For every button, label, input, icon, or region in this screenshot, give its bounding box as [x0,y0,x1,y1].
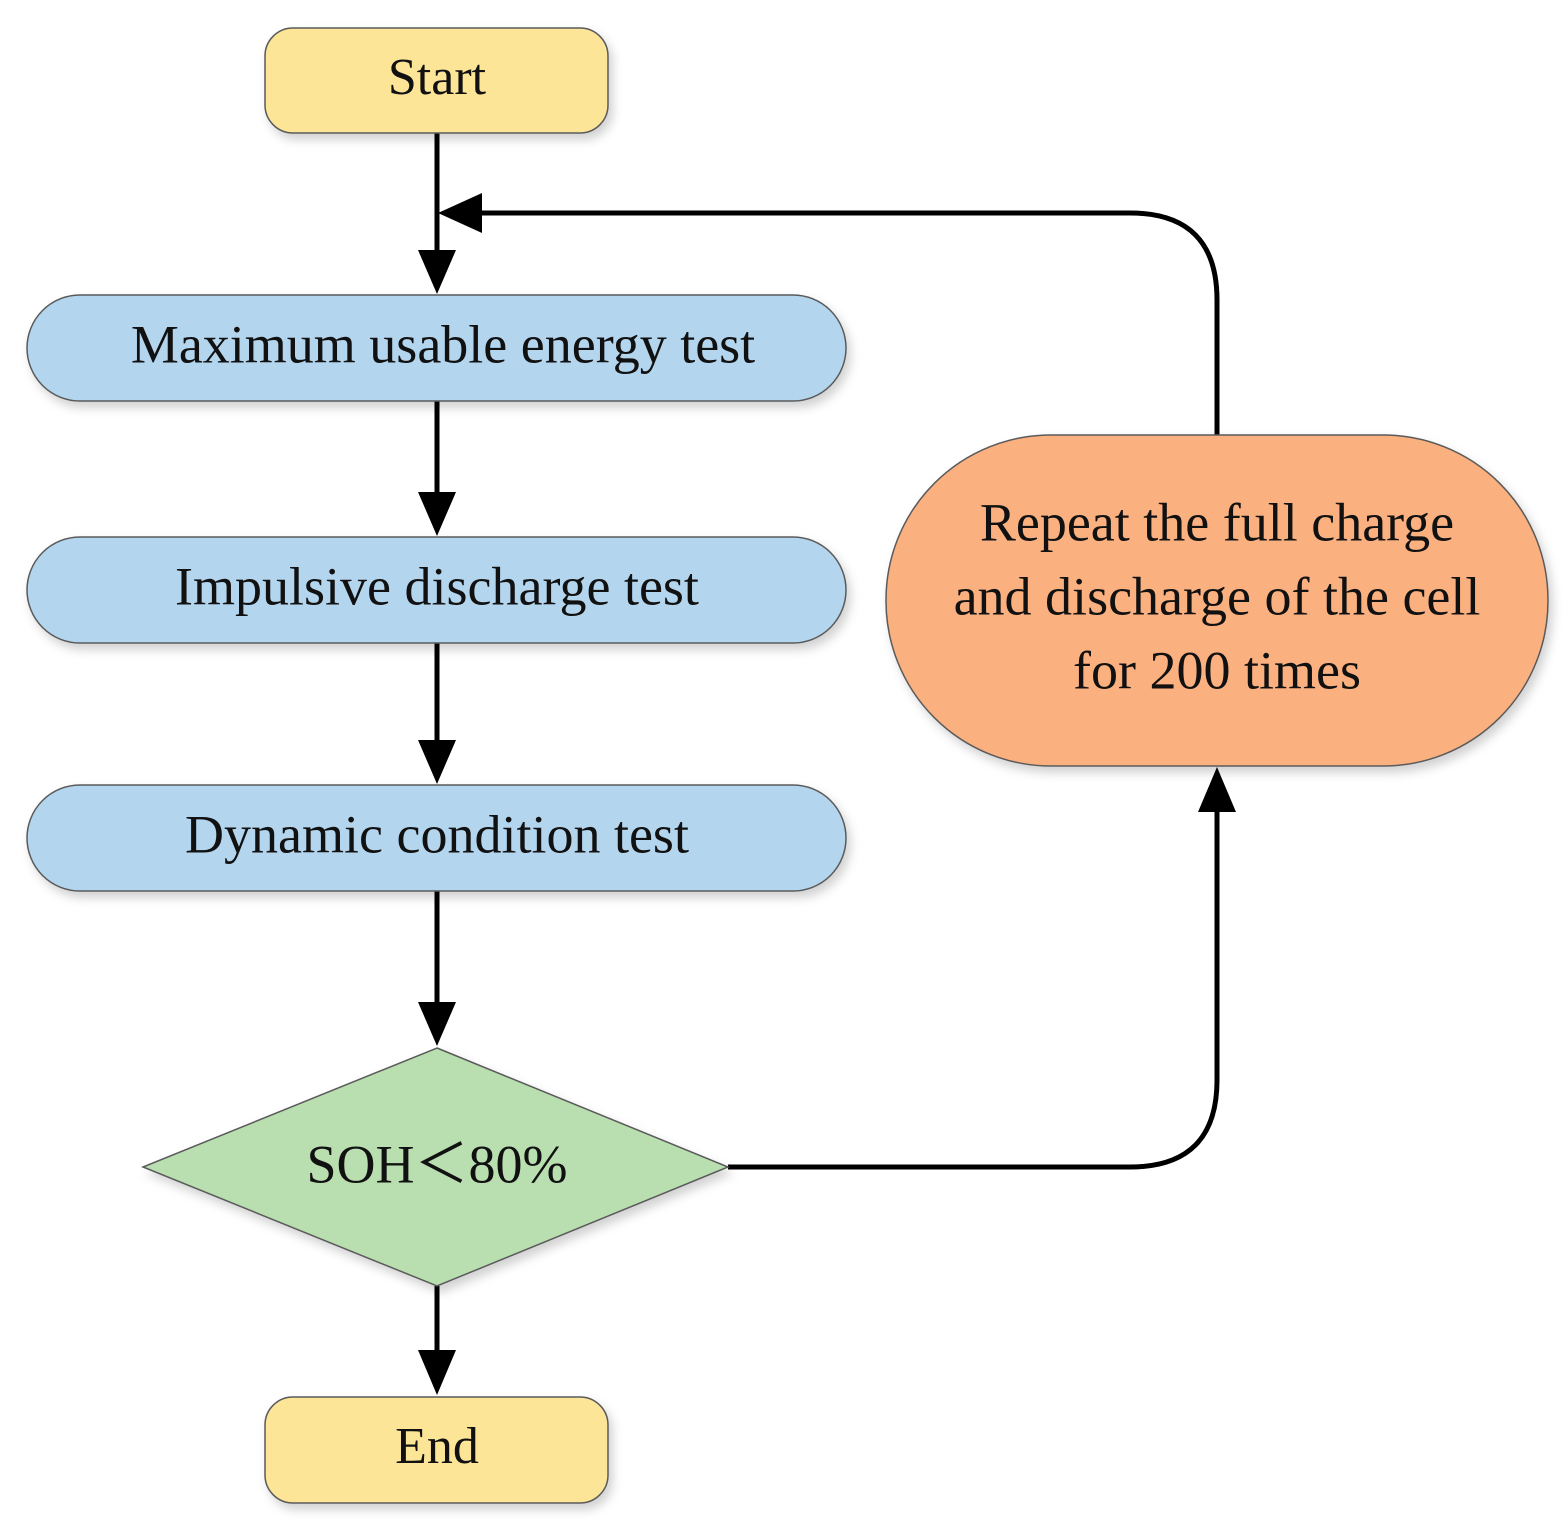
arrowhead-into-dynamic [418,740,456,784]
impulsive-discharge-test-shape [26,536,847,644]
edges [418,133,1236,1395]
soh-decision-label: SOH＜80% [306,1134,567,1194]
repeat-cycle-label-line-2: and discharge of the cell [954,566,1481,626]
repeat-cycle-node: Repeat the full charge and discharge of … [885,434,1549,767]
end-shape [264,1396,609,1504]
end-label: End [395,1418,479,1475]
arrowhead-into-decision [418,1002,456,1046]
dynamic-condition-test-shape [26,784,847,892]
arrow-decision-to-repeat [728,805,1220,1170]
start-shape [264,27,609,134]
soh-decision-shape [141,1047,730,1287]
repeat-cycle-shape [885,434,1549,767]
start-label: Start [388,49,487,106]
max-energy-test-label: Maximum usable energy test [131,314,755,374]
arrowhead-into-end [418,1350,456,1395]
arrowhead-into-impulsive [418,492,456,536]
repeat-cycle-label-line-1: Repeat the full charge [980,492,1454,552]
impulsive-discharge-test-node: Impulsive discharge test [26,536,847,644]
end-node: End [264,1396,609,1504]
arrow-loop-back [470,210,1220,436]
start-node: Start [264,27,609,134]
arrowhead-into-repeat [1198,767,1236,812]
arrowhead-into-max-energy [418,250,456,294]
max-energy-test-shape [26,294,847,402]
dynamic-condition-test-label: Dynamic condition test [185,804,689,864]
impulsive-discharge-test-label: Impulsive discharge test [175,556,699,616]
max-energy-test-node: Maximum usable energy test [26,294,847,402]
soh-decision-node: SOH＜80% [141,1047,730,1287]
dynamic-condition-test-node: Dynamic condition test [26,784,847,892]
arrowhead-loop-back [438,193,482,233]
repeat-cycle-label-line-3: for 200 times [1073,640,1361,700]
